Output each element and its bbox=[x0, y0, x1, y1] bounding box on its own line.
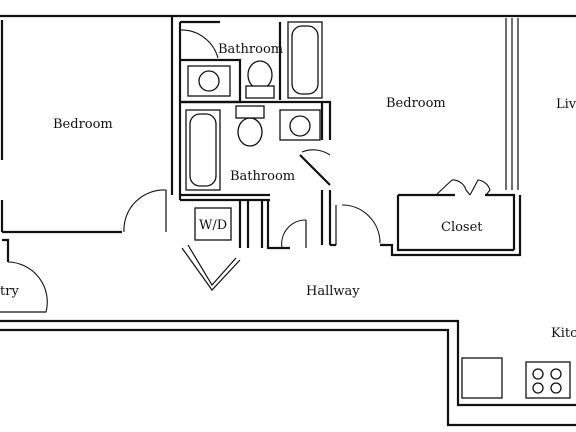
stove bbox=[525, 361, 571, 399]
left-bedroom-walls bbox=[0, 230, 122, 313]
entry-door-swing bbox=[2, 261, 48, 313]
bedroom-left-label: Bedroom bbox=[53, 117, 113, 132]
bathroom-lower-label: Bathroom bbox=[230, 169, 295, 184]
kitchen-counter bbox=[461, 357, 503, 399]
room-labels: Bedroom Bathroom Bedroom Liv Bathroom W/… bbox=[0, 42, 576, 341]
living-label: Liv bbox=[556, 97, 576, 112]
bathroom-top-label: Bathroom bbox=[218, 42, 283, 57]
bathroom-walls bbox=[170, 16, 332, 250]
entry-label: try bbox=[0, 284, 19, 299]
hallway-label: Hallway bbox=[306, 284, 360, 299]
doors bbox=[123, 29, 491, 291]
washer-dryer-box bbox=[194, 207, 232, 241]
closet-label: Closet bbox=[441, 220, 483, 235]
washer-dryer-label: W/D bbox=[199, 218, 227, 233]
fixtures bbox=[185, 21, 571, 399]
kitchen-label: Kitc bbox=[551, 326, 576, 341]
bedroom-right-label: Bedroom bbox=[386, 96, 446, 111]
toilet-lower bbox=[237, 117, 263, 147]
right-bedroom-walls bbox=[330, 18, 522, 257]
toilet-upper bbox=[247, 60, 273, 90]
exterior-walls bbox=[0, 14, 576, 427]
